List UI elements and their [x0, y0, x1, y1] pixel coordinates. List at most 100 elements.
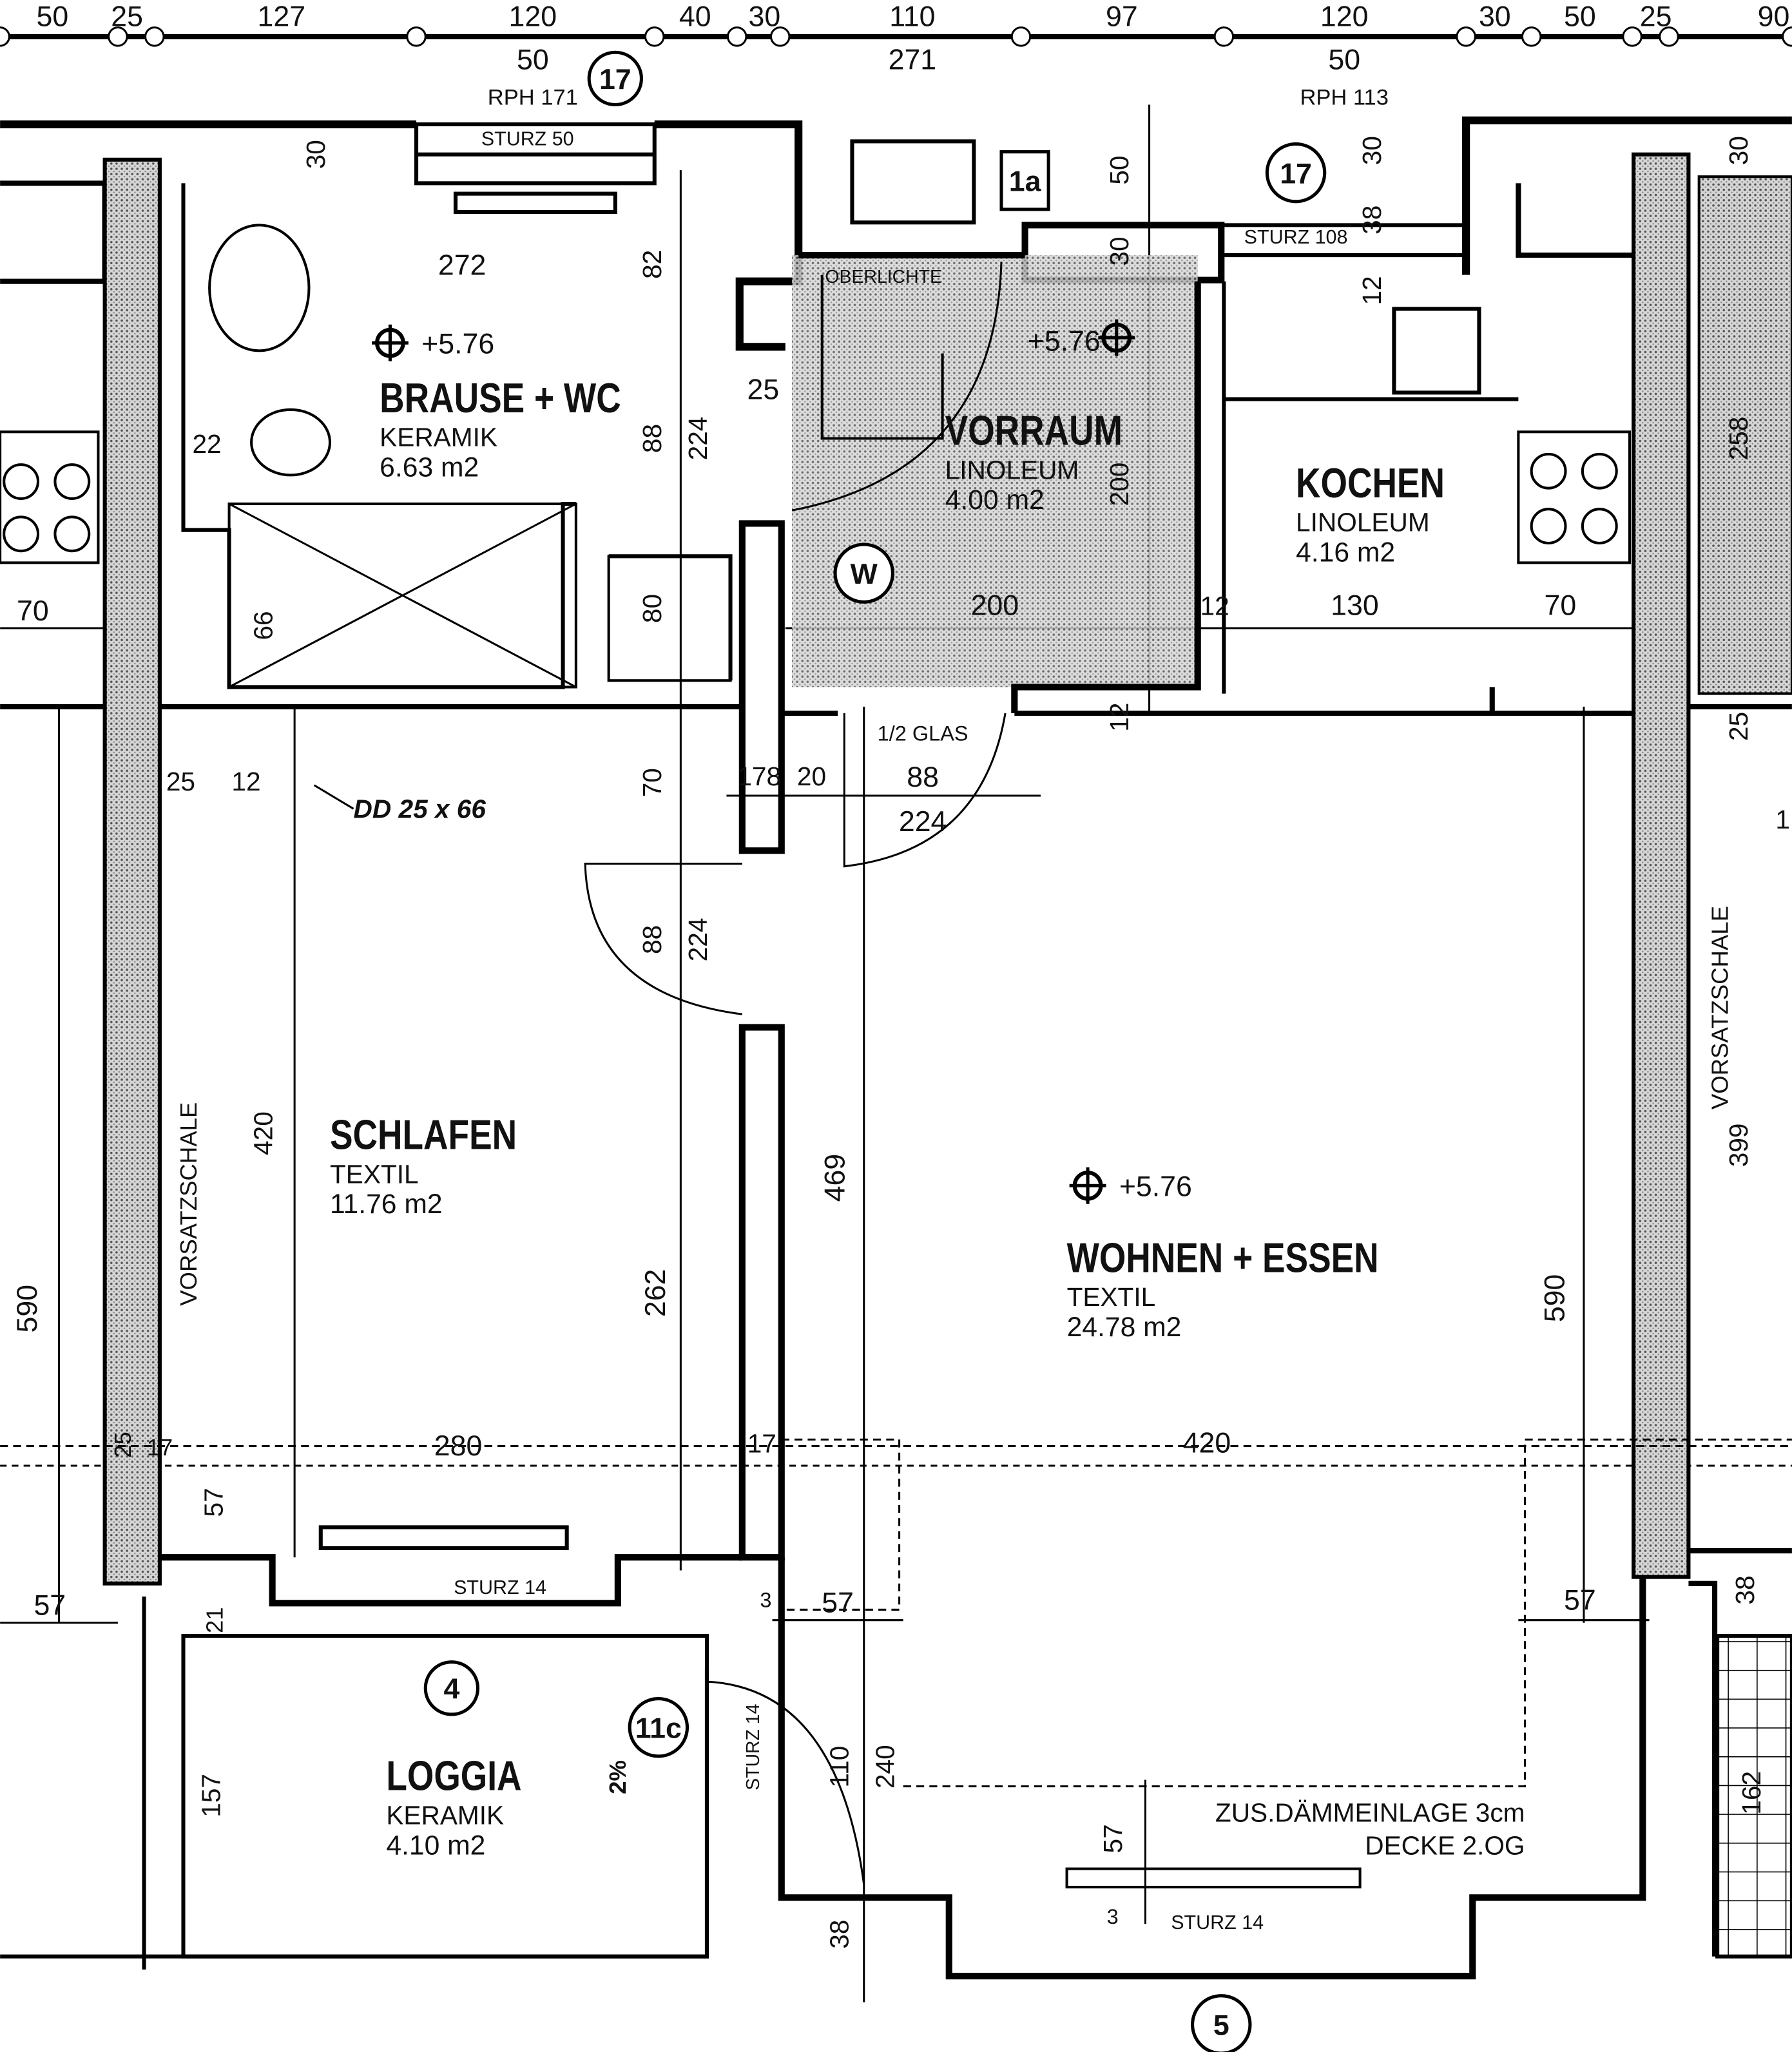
dimension-label: 50	[517, 44, 549, 76]
dimension-label: 1	[1775, 805, 1790, 834]
dimension-label: 120	[509, 1, 557, 33]
dimension-tick	[108, 26, 128, 47]
room-name: BRAUSE + WC	[380, 374, 621, 421]
dimension-label: 70	[637, 768, 667, 797]
annotation-label: 1/2 GLAS	[878, 722, 968, 745]
dimension-lines	[0, 26, 1792, 2002]
room-floor: TEXTIL	[330, 1159, 419, 1189]
room-floor: TEXTIL	[1067, 1282, 1156, 1312]
dimension-tick	[644, 26, 665, 47]
room-area: 4.16 m2	[1296, 537, 1395, 568]
dimension-label: 224	[899, 806, 947, 838]
dimension-label: 399	[1724, 1123, 1753, 1167]
dimension-label: 110	[824, 1746, 854, 1788]
level-marker-cross	[1098, 319, 1135, 356]
dimension-label: 25	[111, 1, 143, 33]
tag-marker	[587, 50, 643, 107]
room-floor: KERAMIK	[380, 423, 497, 452]
dimension-label: 12	[1357, 276, 1387, 305]
dimension-tick	[1010, 26, 1032, 47]
dimension-label: 50	[1564, 1, 1596, 33]
dimension-label: 25	[1724, 712, 1753, 741]
dimension-label: 30	[1104, 236, 1134, 265]
dimension-label: 469	[819, 1154, 851, 1202]
tag-label: 5	[1213, 2010, 1229, 2042]
tag-marker	[999, 150, 1050, 211]
dimension-label: 97	[1106, 1, 1138, 33]
annotation-label: STURZ 50	[481, 128, 574, 149]
dimension-label: 272	[438, 250, 487, 282]
tag-label: 4	[443, 1674, 459, 1705]
annotation-label: RPH 113	[1300, 86, 1389, 110]
dimension-label: 258	[1724, 417, 1753, 461]
room-floor: LINOLEUM	[945, 455, 1079, 484]
dimension-label: 70	[17, 595, 49, 627]
dimension-label: 57	[822, 1587, 854, 1619]
dimension-label: 20	[797, 762, 826, 791]
dimension-label: 420	[249, 1111, 278, 1155]
dimension-label: 88	[907, 762, 939, 793]
dimension-label: 200	[971, 590, 1019, 622]
dimension-label: 30	[301, 140, 331, 169]
dimension-label: 120	[1320, 1, 1369, 33]
dimension-label: 38	[1730, 1575, 1760, 1604]
tag-label: 17	[1280, 158, 1312, 189]
tag-marker	[628, 1697, 689, 1758]
tag-marker	[423, 1660, 480, 1716]
dimension-label: 200	[1104, 463, 1134, 506]
dimension-label: 30	[1724, 136, 1753, 165]
tag-marker	[1265, 142, 1327, 204]
dimension-label: 25	[166, 767, 195, 796]
annotation-label: RPH 171	[488, 86, 578, 110]
dimension-tick	[144, 26, 165, 47]
room-area: 4.10 m2	[386, 1830, 485, 1861]
dimension-label: 57	[34, 1590, 66, 1622]
dimension-tick	[0, 26, 10, 47]
room-name: VORRAUM	[945, 407, 1122, 454]
dimension-label: 12	[1104, 703, 1134, 732]
dimension-label: 50	[1104, 155, 1134, 184]
dimension-label: 57	[1098, 1824, 1128, 1853]
tag-marker	[1191, 1994, 1252, 2052]
dimension-label: 3	[1107, 1905, 1119, 1928]
annotation-label: VORSATZSCHALE	[1706, 906, 1733, 1109]
level-label: +5.76	[1119, 1171, 1192, 1203]
dimension-label: 50	[37, 1, 69, 33]
level-marker-cross	[371, 324, 409, 361]
dimension-label: 22	[192, 429, 221, 459]
dimension-label: 38	[824, 1920, 854, 1949]
annotation-label: 2%	[604, 1760, 631, 1794]
dimension-label: 224	[683, 918, 713, 962]
room-floor: LINOLEUM	[1296, 508, 1430, 537]
dimension-label: 80	[637, 594, 667, 623]
dimension-label: 178	[737, 762, 781, 791]
dimension-tick	[406, 26, 427, 47]
dimension-label: 262	[640, 1269, 671, 1318]
room-name: KOCHEN	[1296, 459, 1445, 506]
dimension-tick	[1213, 26, 1235, 47]
dimension-tick	[1659, 26, 1679, 47]
dimension-label: 25	[1640, 1, 1672, 33]
dimension-label: 240	[870, 1745, 900, 1788]
room-area: 6.63 m2	[380, 452, 479, 483]
room-floor: KERAMIK	[386, 1801, 504, 1830]
dimension-label: 157	[196, 1774, 226, 1817]
level-label: +5.76	[421, 328, 494, 360]
dimension-label: 110	[889, 1, 935, 33]
annotation-label: STURZ 108	[1244, 226, 1348, 248]
annotation-label: STURZ 14	[1171, 1912, 1264, 1933]
dimension-label: 280	[434, 1430, 483, 1462]
dimension-label: 21	[201, 1607, 227, 1633]
dimension-label: 590	[12, 1285, 43, 1333]
room-area: 11.76 m2	[330, 1189, 443, 1220]
dimension-label: 50	[1328, 44, 1360, 76]
dimension-label: 224	[683, 417, 713, 461]
dimension-label: 17	[747, 1429, 776, 1459]
annotation-label: STURZ 14	[743, 1704, 764, 1790]
tag-label: 17	[599, 64, 631, 95]
tag-label: W	[851, 559, 878, 590]
dimension-label: 130	[1331, 590, 1379, 622]
